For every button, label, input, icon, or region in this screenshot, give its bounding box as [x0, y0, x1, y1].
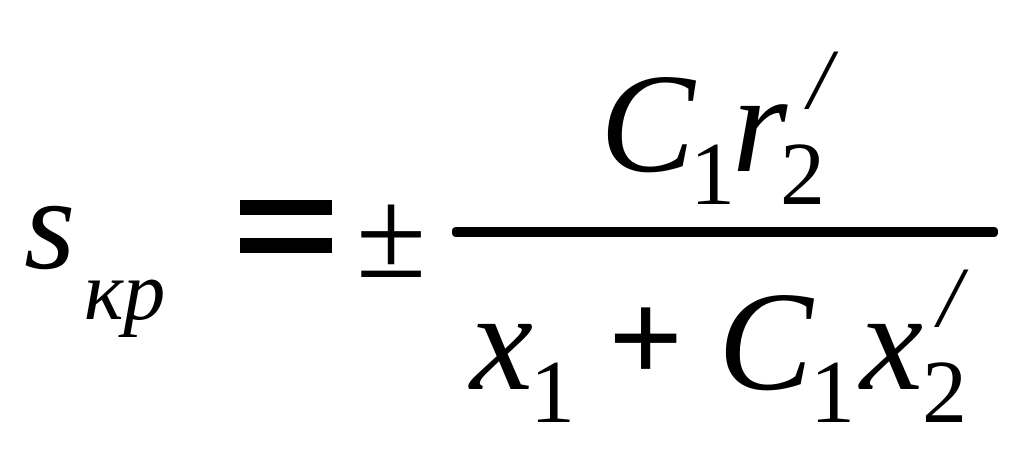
numerator-c-subscript: 1: [690, 125, 735, 224]
numerator-r: r: [732, 44, 788, 202]
denominator-c: C: [718, 262, 813, 420]
denominator-x1-subscript: 1: [530, 343, 575, 442]
numerator-r-subscript: 2: [780, 125, 825, 224]
equals-sign-bottom-bar: [240, 238, 332, 253]
lhs-subscript: кр: [84, 245, 166, 338]
denominator-plus-sign: +: [608, 264, 684, 411]
denominator-x2-prime: /: [938, 249, 962, 345]
lhs-variable: s: [24, 150, 76, 297]
numerator-c: C: [600, 44, 695, 202]
denominator-x1: x: [470, 262, 534, 420]
equals-sign-top-bar: [240, 200, 332, 215]
numerator-r-prime: /: [808, 31, 832, 127]
plus-minus-sign: ±: [356, 163, 427, 305]
fraction-bar: [452, 227, 998, 237]
denominator-x2-subscript: 2: [922, 343, 967, 442]
denominator-x2: x: [860, 262, 924, 420]
denominator-c-subscript: 1: [810, 343, 855, 442]
